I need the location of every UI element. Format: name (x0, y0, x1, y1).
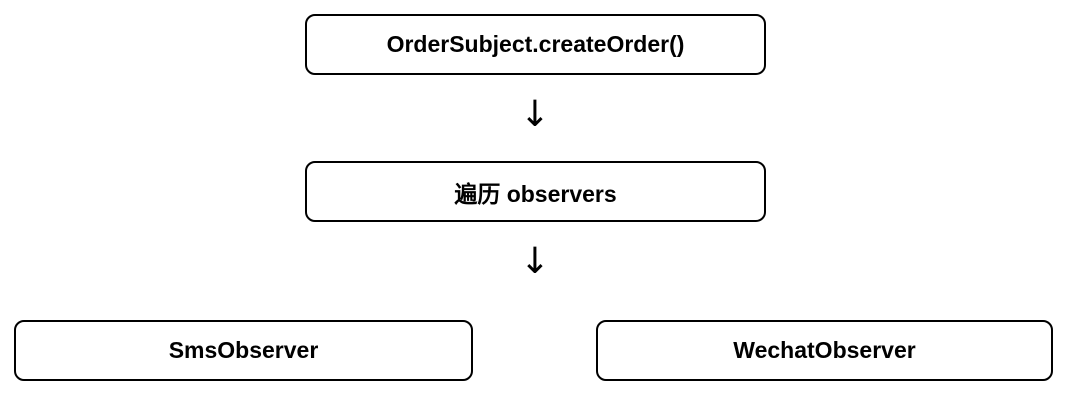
create-order-label: OrderSubject.createOrder() (386, 31, 685, 57)
iterate-observers-label: 遍历 observers (454, 180, 617, 207)
iterate-observers-node: 遍历 observers (305, 161, 766, 222)
wechat-observer-node: WechatObserver (596, 320, 1053, 381)
sms-observer-label: SmsObserver (168, 337, 319, 363)
sms-observer-node: SmsObserver (14, 320, 473, 381)
down-arrow-icon: ↓ (519, 241, 551, 282)
create-order-node: OrderSubject.createOrder() (305, 14, 766, 75)
down-arrow-icon: ↓ (519, 94, 551, 135)
wechat-observer-label: WechatObserver (733, 337, 916, 363)
